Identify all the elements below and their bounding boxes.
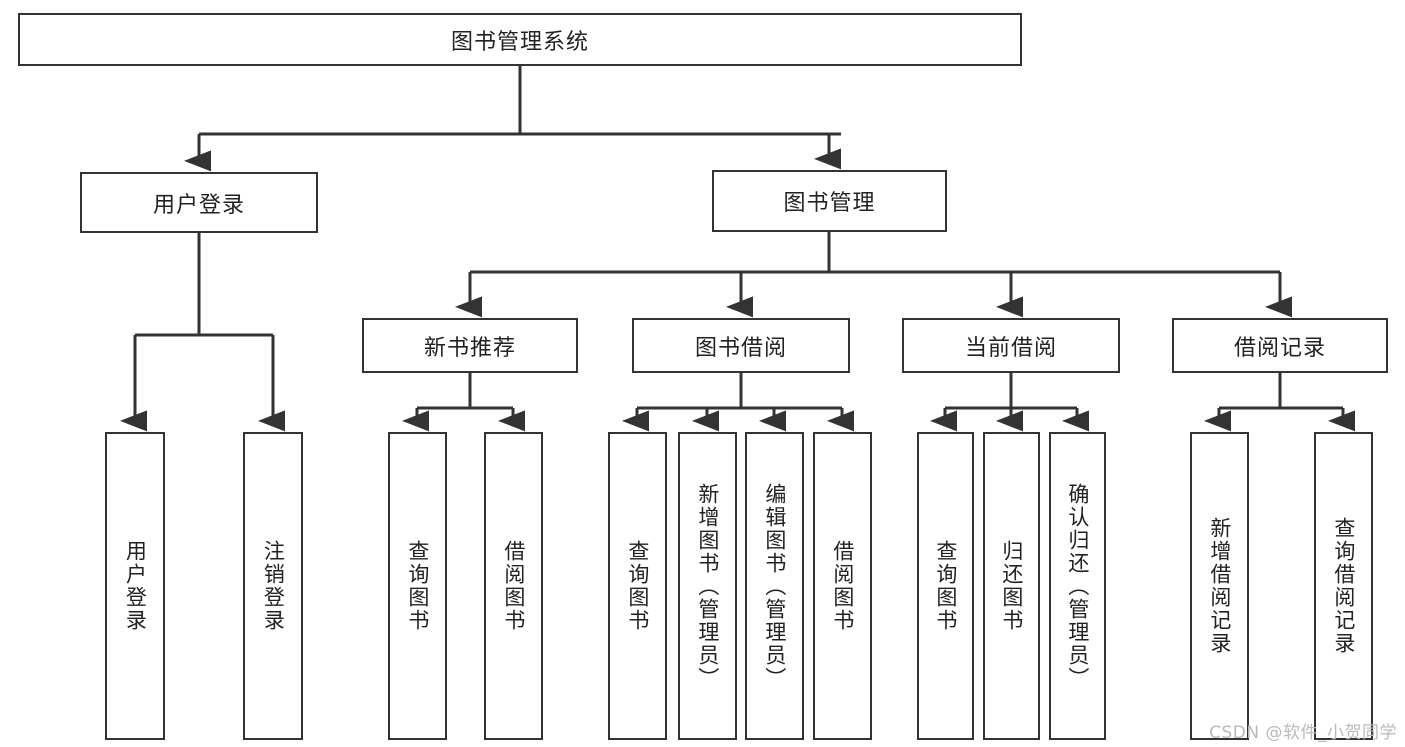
leaf-label: 归还图书 — [999, 540, 1024, 632]
leaf-borrow-book[interactable]: 借阅图书 — [813, 432, 872, 740]
node-new-book-recommend[interactable]: 新书推荐 — [362, 318, 578, 373]
node-borrow-record-label: 借阅记录 — [1233, 335, 1326, 361]
node-current-borrow[interactable]: 当前借阅 — [902, 318, 1120, 373]
leaf-confirm-return-admin[interactable]: 确认归还（管理员） — [1049, 432, 1106, 740]
leaf-add-borrow-record[interactable]: 新增借阅记录 — [1190, 432, 1249, 740]
node-new-book-recommend-label: 新书推荐 — [423, 335, 516, 361]
node-book-management-label: 图书管理 — [783, 191, 876, 216]
leaf-label: 借阅图书 — [830, 540, 855, 632]
leaf-query-borrow-record[interactable]: 查询借阅记录 — [1314, 432, 1373, 740]
leaf-user-login[interactable]: 用户登录 — [105, 432, 165, 740]
leaf-label: 查询图书 — [405, 540, 430, 632]
leaf-label: 确认归还（管理员） — [1065, 482, 1090, 690]
leaf-add-book-admin[interactable]: 新增图书（管理员） — [678, 432, 737, 740]
leaf-logout-login[interactable]: 注销登录 — [243, 432, 303, 740]
node-user-login[interactable]: 用户登录 — [80, 172, 318, 233]
node-borrow-record[interactable]: 借阅记录 — [1172, 318, 1388, 373]
leaf-query-book-borrow[interactable]: 查询图书 — [608, 432, 667, 740]
leaf-label: 新增图书（管理员） — [695, 482, 720, 690]
leaf-label: 借阅图书 — [501, 540, 526, 632]
leaf-label: 注销登录 — [261, 540, 286, 632]
node-user-login-label: 用户登录 — [152, 192, 245, 218]
leaf-label: 新增借阅记录 — [1207, 517, 1232, 655]
leaf-label: 用户登录 — [123, 540, 148, 632]
node-current-borrow-label: 当前借阅 — [964, 335, 1057, 361]
leaf-query-book-current[interactable]: 查询图书 — [917, 432, 974, 740]
csdn-watermark: CSDN @软件_小贺同学 — [1209, 723, 1397, 743]
leaf-label: 编辑图书（管理员） — [762, 482, 787, 690]
leaf-edit-book-admin[interactable]: 编辑图书（管理员） — [745, 432, 804, 740]
leaf-query-book-recommend[interactable]: 查询图书 — [388, 432, 447, 740]
leaf-borrow-book-recommend[interactable]: 借阅图书 — [484, 432, 543, 740]
leaf-return-book[interactable]: 归还图书 — [983, 432, 1040, 740]
leaf-label: 查询图书 — [625, 540, 650, 632]
node-book-borrow-label: 图书借阅 — [694, 335, 787, 361]
node-root-label: 图书管理系统 — [450, 29, 589, 55]
node-book-borrow[interactable]: 图书借阅 — [632, 318, 850, 373]
node-book-management[interactable]: 图书管理 — [712, 170, 947, 232]
leaf-label: 查询借阅记录 — [1331, 517, 1356, 655]
node-root[interactable]: 图书管理系统 — [18, 13, 1022, 66]
leaf-label: 查询图书 — [933, 540, 958, 632]
